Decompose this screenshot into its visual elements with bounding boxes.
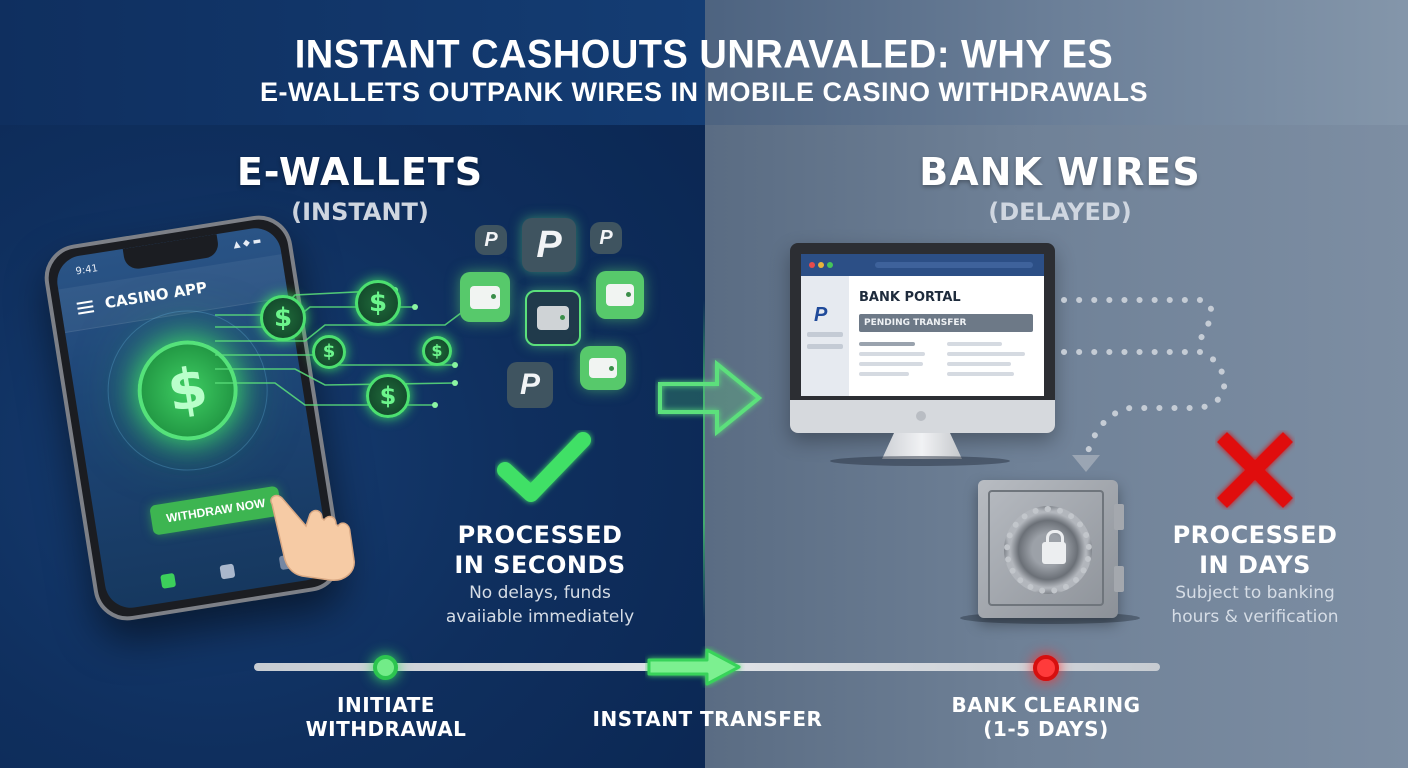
- ewallets-title: E-WALLETS: [236, 150, 484, 194]
- paypal-icon: P: [599, 226, 613, 249]
- timeline-step-label: INSTANT TRANSFER: [592, 707, 823, 731]
- vault-hinge: [1114, 566, 1124, 592]
- wallet-icon: [589, 357, 617, 379]
- portal-sidebar: P: [801, 276, 849, 396]
- text-placeholder: [947, 342, 1002, 346]
- timeline-start-dot: [373, 655, 398, 680]
- monitor-power-dot: [916, 411, 926, 421]
- address-bar[interactable]: [875, 262, 1033, 268]
- phone-tab-icon[interactable]: [160, 572, 177, 589]
- text-placeholder: [947, 362, 1011, 366]
- wallet-tab-icon[interactable]: [219, 563, 236, 580]
- paypal-tile: P: [590, 222, 622, 254]
- paypal-tile: P: [475, 225, 507, 255]
- timeline-step-instant-transfer: INSTANT TRANSFER: [575, 707, 840, 731]
- status-time: 9:41: [74, 263, 99, 278]
- header-band-left: [0, 0, 705, 125]
- dollar-coin-icon: $: [355, 280, 401, 326]
- sidebar-item[interactable]: [807, 332, 843, 337]
- hamburger-menu-icon[interactable]: [76, 300, 95, 315]
- sidebar-item[interactable]: [807, 344, 843, 349]
- paypal-icon: P: [536, 223, 562, 266]
- check-mark-icon: [497, 432, 591, 502]
- page-subtitle: E-WALLETS OUTPANK WIRES IN MOBILE CASINO…: [260, 77, 1148, 107]
- bank-status-title-1: PROCESSED: [1172, 521, 1338, 549]
- dotted-flow-path: [1061, 297, 1228, 472]
- wallet-icon: [537, 306, 569, 330]
- transfer-arrow-icon: [658, 359, 763, 437]
- monitor-stand: [882, 433, 962, 459]
- timeline-end-dot: [1033, 655, 1059, 681]
- timeline-step-label: WITHDRAWAL: [305, 717, 467, 741]
- ewallet-status-desc-1: No delays, funds: [469, 583, 611, 603]
- paypal-icon: P: [519, 368, 540, 401]
- padlock-icon: [1042, 530, 1066, 564]
- paypal-tile: P: [507, 362, 553, 408]
- wallet-icon: [470, 285, 500, 309]
- bank-wire-status: PROCESSED IN DAYS Subject to banking hou…: [1140, 520, 1370, 628]
- timeline-step-label: INITIATE: [337, 693, 435, 717]
- bank-vault-icon: [978, 480, 1124, 618]
- close-dot-icon[interactable]: [809, 262, 815, 268]
- withdraw-now-button[interactable]: WITHDRAW NOW: [149, 485, 283, 536]
- pointing-hand-icon: [270, 494, 355, 581]
- vault-door: [988, 490, 1104, 606]
- bank-wires-title: BANK WIRES: [919, 150, 1201, 194]
- maximize-dot-icon[interactable]: [827, 262, 833, 268]
- x-mark-icon: [1217, 432, 1293, 508]
- header-band-right: [705, 0, 1408, 125]
- app-title: CASINO APP: [103, 278, 209, 313]
- bank-wires-subtitle: (DELAYED): [988, 198, 1132, 226]
- text-placeholder: [859, 362, 923, 366]
- dollar-coin-icon: $: [366, 374, 410, 418]
- text-placeholder: [947, 352, 1025, 356]
- text-placeholder: [859, 352, 925, 356]
- timeline-step-label: (1-5 DAYS): [983, 717, 1109, 741]
- wallet-tile: [580, 346, 626, 390]
- ewallet-status-title-1: PROCESSED: [457, 521, 623, 549]
- browser-bar: [801, 254, 1044, 276]
- bank-status-title-2: IN DAYS: [1199, 551, 1311, 579]
- dollar-coin-icon: $: [260, 295, 306, 341]
- text-placeholder: [859, 342, 915, 346]
- timeline-step-bank-clearing: BANK CLEARING (1-5 DAYS): [930, 693, 1162, 741]
- pending-transfer-badge: PENDING TRANSFER: [859, 314, 1033, 332]
- vault-dial: [1004, 506, 1092, 594]
- wallet-tile: [596, 271, 644, 319]
- wallet-tile: [460, 272, 510, 322]
- bank-status-desc-2: hours & verification: [1171, 607, 1339, 627]
- wallet-tile: [525, 290, 581, 346]
- dollar-coin-icon: $: [312, 335, 346, 369]
- minimize-dot-icon[interactable]: [818, 262, 824, 268]
- dollar-coin-icon: $: [422, 336, 452, 366]
- status-icons: ▲ ◆ ▬: [232, 236, 262, 251]
- paypal-tile: P: [522, 218, 576, 272]
- ewallet-status: PROCESSED IN SECONDS No delays, funds av…: [410, 520, 670, 628]
- paypal-logo-icon: P: [814, 304, 828, 326]
- timeline-arrow-icon: [647, 648, 741, 686]
- wallet-icon: [605, 283, 635, 307]
- ewallet-status-title-2: IN SECONDS: [454, 551, 626, 579]
- ewallet-status-desc-2: avaiiable immediately: [445, 607, 635, 627]
- bank-status-desc-1: Subject to banking: [1175, 583, 1335, 603]
- timeline-step-label: BANK CLEARING: [951, 693, 1141, 717]
- ewallets-heading: E-WALLETS (INSTANT): [200, 150, 520, 226]
- bank-portal-screen: P BANK PORTAL PENDING TRANSFER: [801, 254, 1044, 396]
- bank-wires-heading: BANK WIRES (DELAYED): [880, 150, 1240, 226]
- center-divider: [703, 300, 705, 620]
- text-placeholder: [947, 372, 1014, 376]
- ewallets-subtitle: (INSTANT): [291, 198, 429, 226]
- vault-hinge: [1114, 504, 1124, 530]
- page-title: INSTANT CASHOUTS UNRAVALED: WHY ES: [294, 32, 1114, 78]
- paypal-icon: P: [484, 228, 498, 251]
- text-placeholder: [859, 372, 909, 376]
- monitor-shadow: [830, 456, 1010, 466]
- timeline-step-initiate: INITIATE WITHDRAWAL: [286, 693, 486, 741]
- portal-title: BANK PORTAL: [859, 290, 961, 305]
